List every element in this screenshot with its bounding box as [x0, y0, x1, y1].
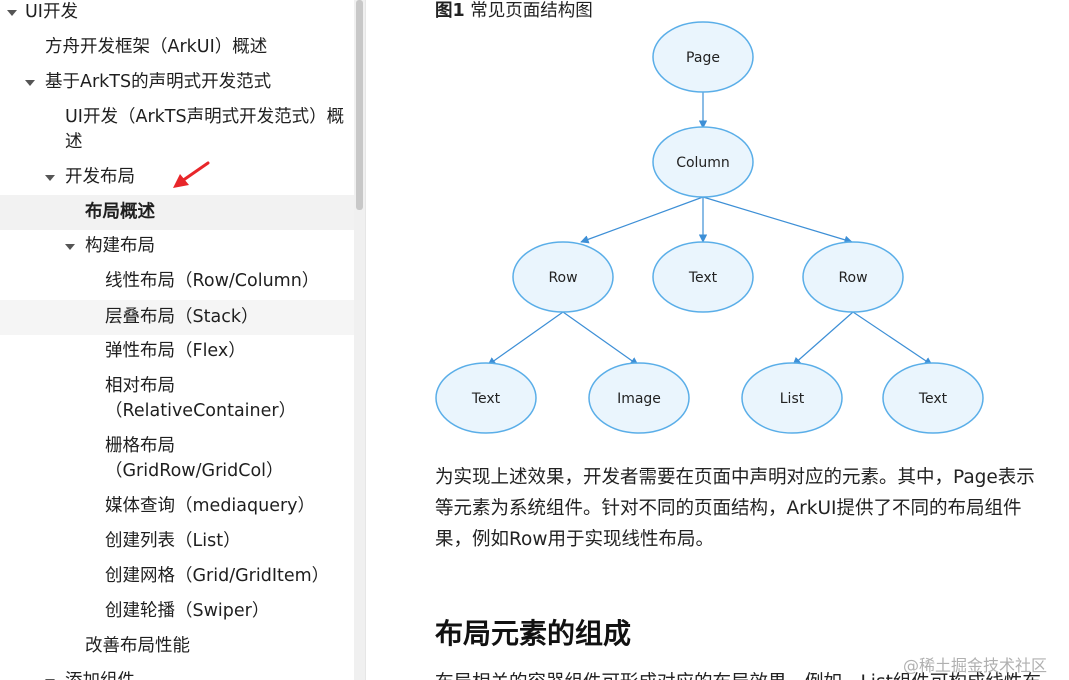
paragraph-line: 果，例如Row用于实现线性布局。	[435, 529, 714, 550]
node-label: Text	[918, 391, 948, 407]
node-label: Image	[617, 391, 661, 407]
tree-item-label: 布局概述	[85, 202, 155, 222]
tree-item-ui-dev-overview[interactable]: UI开发（ArkTS声明式开发范式）概 述	[0, 105, 354, 155]
tree-item-mediaquery[interactable]: 媒体查询（mediaquery）	[0, 494, 354, 520]
caret-down-icon[interactable]	[65, 244, 75, 250]
tree-item-label: UI开发（ArkTS声明式开发范式）概	[65, 107, 345, 127]
figure-caption: 图1 常见页面结构图	[435, 0, 593, 22]
node-row: Row	[802, 241, 904, 313]
tree-item-label: 相对布局	[105, 376, 175, 396]
node-label: Row	[838, 270, 867, 286]
tree-item-label: 构建布局	[85, 236, 155, 256]
node-text: Text	[882, 362, 984, 434]
main-content: 图1 常见页面结构图 Page Column Row Text	[366, 0, 1069, 680]
page-structure-diagram: Page Column Row Text Row Text Image Lis	[435, 21, 984, 434]
watermark: @稀土掘金技术社区	[903, 656, 1048, 675]
tree-item-label: UI开发	[25, 2, 78, 22]
paragraph-line: 布局相关的容器组件可形成对应的布局效果。例如，List组件可构成线性布	[435, 667, 1041, 680]
tree-item-label: 创建网格（Grid/GridItem）	[105, 566, 330, 586]
tree-item-label: 改善布局性能	[85, 636, 190, 656]
node-row: Row	[512, 241, 614, 313]
caret-down-icon[interactable]	[45, 175, 55, 181]
sidebar-scrollbar-thumb[interactable]	[356, 0, 363, 210]
tree-item-flex-layout[interactable]: 弹性布局（Flex）	[0, 339, 354, 365]
tree-item-arkts-declarative[interactable]: 基于ArkTS的声明式开发范式	[0, 70, 354, 96]
tree-item-label: 创建列表（List）	[105, 531, 241, 551]
figure-label: 图1	[435, 1, 465, 21]
tree-item-create-list[interactable]: 创建列表（List）	[0, 529, 354, 555]
tree-item-arkui-overview[interactable]: 方舟开发框架（ArkUI）概述	[0, 35, 354, 61]
tree-item-create-swiper[interactable]: 创建轮播（Swiper）	[0, 599, 354, 625]
sidebar-tree: UI开发 方舟开发框架（ArkUI）概述 基于ArkTS的声明式开发范式 UI开…	[0, 0, 354, 680]
tree-item-linear-layout[interactable]: 线性布局（Row/Column）	[0, 269, 354, 295]
node-text: Text	[435, 362, 537, 434]
tree-item-label: 添加组件	[65, 669, 135, 680]
section-heading: 布局元素的组成	[435, 617, 632, 650]
red-arrow-icon	[173, 161, 210, 188]
tree-item-layout-overview[interactable]: 布局概述	[0, 195, 354, 230]
edge-row2-text	[852, 311, 933, 366]
tree-item-label: 弹性布局（Flex）	[105, 341, 246, 361]
edge-column-row1	[580, 196, 704, 244]
tree-item-build-layout[interactable]: 构建布局	[0, 234, 354, 260]
tree-item-label: 栅格布局	[105, 436, 175, 456]
node-page: Page	[652, 21, 754, 93]
tree-item-dev-layout[interactable]: 开发布局	[0, 165, 354, 191]
tree-item-improve-performance[interactable]: 改善布局性能	[0, 634, 354, 660]
sidebar-scrollbar[interactable]	[354, 0, 365, 680]
pane-divider	[365, 0, 366, 680]
node-label: Page	[686, 50, 720, 66]
tree-item-add-component[interactable]: 添加组件	[0, 669, 354, 680]
tree-item-label: 媒体查询（mediaquery）	[105, 496, 316, 516]
caret-down-icon[interactable]	[25, 80, 35, 86]
tree-item-label: 层叠布局（Stack）	[105, 307, 259, 327]
node-label: Row	[548, 270, 577, 286]
edge-row1-text	[487, 311, 564, 366]
tree-item-label-cont: （GridRow/GridCol）	[105, 461, 284, 481]
paragraph-line: 为实现上述效果，开发者需要在页面中声明对应的元素。其中，Page表示	[435, 467, 1035, 488]
tree-item-grid-layout[interactable]: 栅格布局 （GridRow/GridCol）	[0, 434, 354, 484]
edge-row1-image	[562, 311, 639, 366]
node-label: List	[780, 391, 805, 407]
tree-item-stack-layout[interactable]: 层叠布局（Stack）	[0, 300, 354, 335]
tree-item-label: 基于ArkTS的声明式开发范式	[45, 72, 272, 92]
edge-column-row2	[702, 196, 853, 244]
node-label: Column	[676, 155, 730, 171]
tree-item-label: 开发布局	[65, 167, 135, 187]
node-image: Image	[588, 362, 690, 434]
edge-row2-list	[792, 311, 854, 366]
tree-item-label-cont: （RelativeContainer）	[105, 401, 297, 421]
node-list: List	[741, 362, 843, 434]
tree-item-create-grid[interactable]: 创建网格（Grid/GridItem）	[0, 564, 354, 590]
caret-down-icon[interactable]	[7, 10, 17, 16]
node-column: Column	[652, 126, 754, 198]
tree-item-relative-layout[interactable]: 相对布局 （RelativeContainer）	[0, 374, 354, 424]
node-label: Text	[471, 391, 501, 407]
tree-item-label: 方舟开发框架（ArkUI）概述	[45, 37, 268, 57]
tree-item-label: 线性布局（Row/Column）	[105, 271, 320, 291]
paragraph-line: 等元素为系统组件。针对不同的页面结构，ArkUI提供了不同的布局组件	[435, 498, 1022, 519]
tree-item-label: 创建轮播（Swiper）	[105, 601, 270, 621]
node-text: Text	[652, 241, 754, 313]
tree-item-label-cont: 述	[65, 132, 83, 152]
node-label: Text	[688, 270, 718, 286]
figure-title: 常见页面结构图	[464, 1, 593, 21]
tree-item-ui-dev[interactable]: UI开发	[0, 0, 354, 26]
